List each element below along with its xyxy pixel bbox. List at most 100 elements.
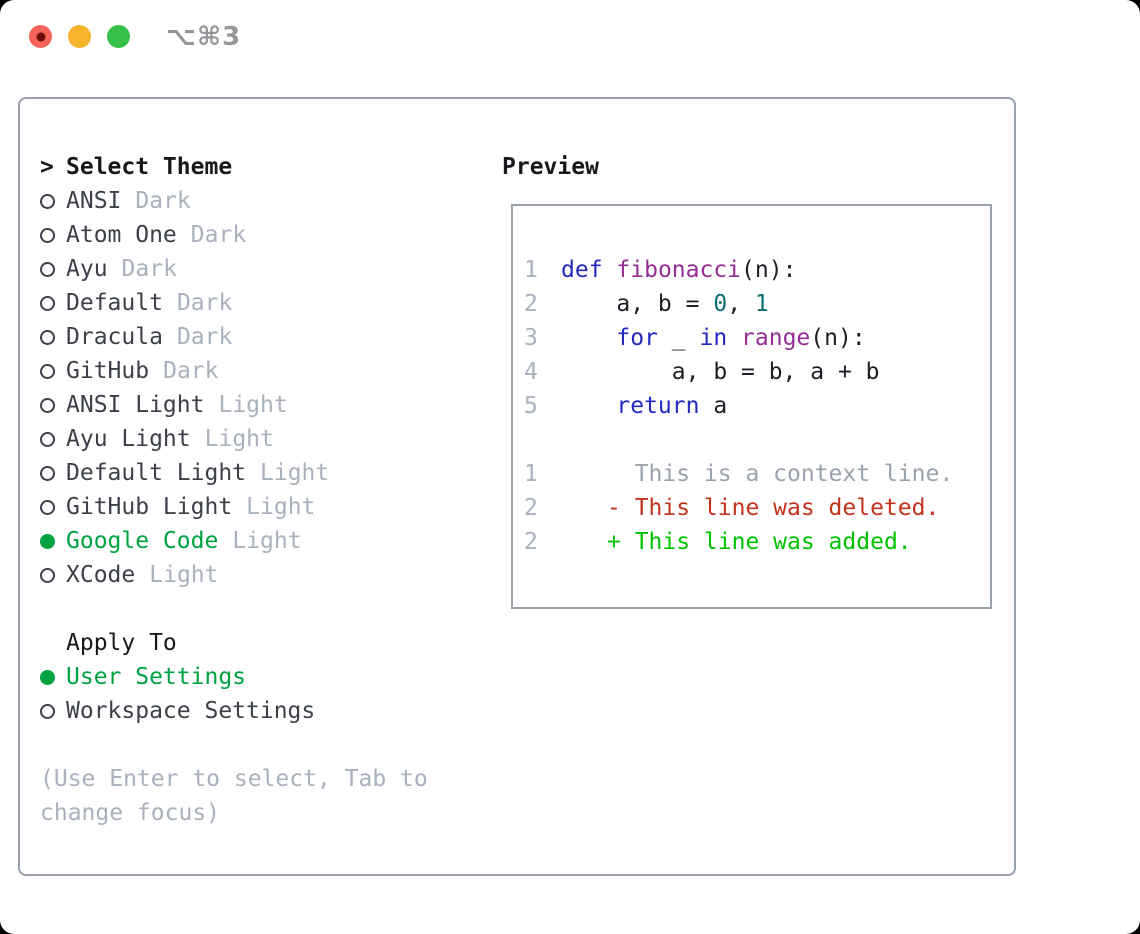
code-token [561, 325, 616, 351]
item-label: Atom One [66, 222, 177, 248]
code-line: 3 for _ in range(n): [524, 321, 953, 355]
code-token: in [699, 325, 728, 351]
diff-line-context: 1 This is a context line. [524, 457, 953, 491]
item-variant-label: Light [218, 392, 288, 418]
code-token [603, 257, 617, 283]
radio-icon [40, 567, 66, 583]
item-variant-label: Light [246, 494, 316, 520]
code-tokens: return a [561, 393, 727, 419]
code-line: 4 a, b = b, a + b [524, 355, 953, 389]
item-label: User Settings [66, 664, 247, 690]
apply-option-workspace-settings[interactable]: Workspace Settings [40, 694, 484, 728]
item-variant-label: Dark [163, 358, 219, 384]
code-token [727, 325, 741, 351]
code-token [561, 393, 616, 419]
item-label: Google Code [66, 528, 219, 554]
theme-item-google-code[interactable]: Google Code Light [40, 524, 484, 558]
code-token: 0 [713, 291, 728, 317]
theme-item-xcode[interactable]: XCode Light [40, 558, 484, 592]
item-variant-label: Dark [121, 256, 177, 282]
code-token: for [616, 325, 658, 351]
item-label: Ayu Light [66, 426, 191, 452]
radio-icon [40, 329, 66, 345]
code-token: range [741, 325, 811, 351]
radio-icon [40, 465, 66, 481]
radio-icon [40, 703, 66, 719]
item-label: XCode [66, 562, 136, 588]
code-token: fibonacci [616, 257, 742, 283]
radio-icon [40, 431, 66, 447]
item-variant-label: Light [149, 562, 219, 588]
code-token: , [727, 291, 755, 317]
window-title: ⌥⌘3 [166, 22, 242, 52]
radio-icon [40, 261, 66, 277]
line-number: 2 [524, 529, 538, 555]
code-tokens: def fibonacci(n): [561, 257, 796, 283]
code-token: 1 [754, 291, 769, 317]
theme-item-ayu-light[interactable]: Ayu Light Light [40, 422, 484, 456]
minimize-button[interactable] [68, 25, 91, 48]
code-tokens: a, b = 0, 1 [561, 291, 769, 317]
help-text: (Use Enter to select, Tab to change focu… [40, 766, 428, 826]
zoom-button[interactable] [107, 25, 130, 48]
item-label: Workspace Settings [66, 698, 316, 724]
radio-circle [40, 363, 55, 379]
radio-icon [40, 227, 66, 243]
close-dot-icon [36, 32, 45, 41]
code-line: 2 a, b = 0, 1 [524, 287, 953, 321]
radio-circle [40, 227, 55, 243]
radio-circle [40, 431, 55, 447]
radio-circle [40, 465, 55, 481]
item-variant-label: Dark [190, 222, 247, 248]
theme-item-github[interactable]: GitHub Dark [40, 354, 484, 388]
apply-option-user-settings[interactable]: User Settings [40, 660, 484, 694]
item-variant-label: Dark [176, 324, 233, 350]
radio-circle [40, 295, 55, 311]
item-variant-label: Light [204, 426, 274, 452]
item-label: Default [66, 290, 163, 316]
radio-icon [40, 363, 66, 379]
code-line: 5 return a [524, 389, 953, 423]
radio-icon [40, 397, 66, 413]
code-tokens: a, b = b, a + b [561, 359, 880, 385]
close-button[interactable] [29, 25, 52, 48]
code-token: _ [657, 325, 700, 351]
code-token: return [616, 393, 700, 419]
radio-icon [40, 193, 66, 209]
radio-circle [40, 567, 55, 583]
apply-to-header: Apply To [40, 626, 484, 660]
item-label: ANSI [66, 188, 122, 214]
select-theme-title: Select Theme [66, 154, 233, 180]
item-label: Ayu [66, 256, 108, 282]
item-variant-label: Dark [176, 290, 233, 316]
titlebar: ⌥⌘3 [0, 0, 1140, 75]
line-number: 4 [524, 359, 538, 385]
radio-circle [40, 329, 55, 345]
radio-selected-icon [40, 669, 66, 685]
blank-line [524, 423, 953, 457]
code-token: (n): [810, 325, 866, 351]
item-variant-label: Light [232, 528, 302, 554]
theme-item-ayu[interactable]: Ayu Dark [40, 252, 484, 286]
code-token: a, b = [561, 291, 714, 317]
spacer [40, 592, 484, 626]
radio-circle [40, 703, 55, 719]
select-theme-header: > Select Theme [40, 150, 484, 184]
theme-item-default[interactable]: Default Dark [40, 286, 484, 320]
diff-text: This is a context line. [607, 461, 954, 487]
theme-item-atom-one[interactable]: Atom One Dark [40, 218, 484, 252]
prompt-icon: > [40, 154, 54, 180]
radio-selected-icon [40, 533, 66, 549]
item-label: GitHub [66, 358, 150, 384]
line-number: 3 [524, 325, 538, 351]
